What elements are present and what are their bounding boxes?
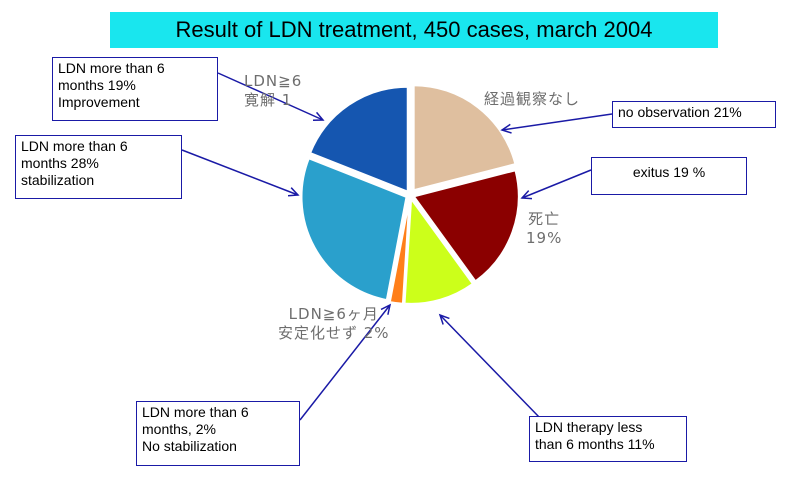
jp-label-no-stabilization: LDN≧6ヶ月 安定化せず 2% xyxy=(278,305,390,342)
arrow-improvement-head xyxy=(312,111,325,122)
arrow-exitus xyxy=(521,169,592,199)
jp-label-improvement: LDN≧6 寛解 1 xyxy=(244,72,303,109)
jp-label-exitus: 死亡 19% xyxy=(526,210,563,247)
callout-stabilization: LDN more than 6 months 28% stabilization xyxy=(15,135,182,199)
arrow-improvement xyxy=(217,72,324,121)
pie-slice-no-observation xyxy=(412,84,517,192)
callout-no-observation: no observation 21% xyxy=(612,101,776,128)
arrow-exitus-head xyxy=(520,190,533,200)
pie-slice-exitus xyxy=(412,169,520,283)
arrow-stabilization xyxy=(181,149,299,196)
arrow-less-than-6-months-head xyxy=(438,313,450,325)
jp-label-no-observation: 経過観察なし xyxy=(484,90,581,108)
callout-improvement: LDN more than 6 months 19% Improvement xyxy=(52,57,218,121)
arrow-no-stabilization-head xyxy=(380,303,392,315)
callout-exitus: exitus 19 % xyxy=(591,157,747,195)
callout-no-stabilization: LDN more than 6 months, 2% No stabilizat… xyxy=(136,401,300,466)
arrow-no-observation xyxy=(501,113,613,131)
pie-slice-improvement xyxy=(308,85,409,194)
callout-less-than-6-months: LDN therapy less than 6 months 11% xyxy=(529,416,687,462)
arrow-no-observation-head xyxy=(500,123,512,134)
pie-slice-less-than-6-months xyxy=(403,196,475,305)
chart-title: Result of LDN treatment, 450 cases, marc… xyxy=(110,12,718,48)
pie-slice-no-stabilization xyxy=(388,198,411,305)
arrow-less-than-6-months xyxy=(439,314,541,419)
arrow-no-stabilization xyxy=(299,304,391,421)
pie-slice-stabilization xyxy=(300,156,408,302)
arrow-stabilization-head xyxy=(287,187,300,197)
